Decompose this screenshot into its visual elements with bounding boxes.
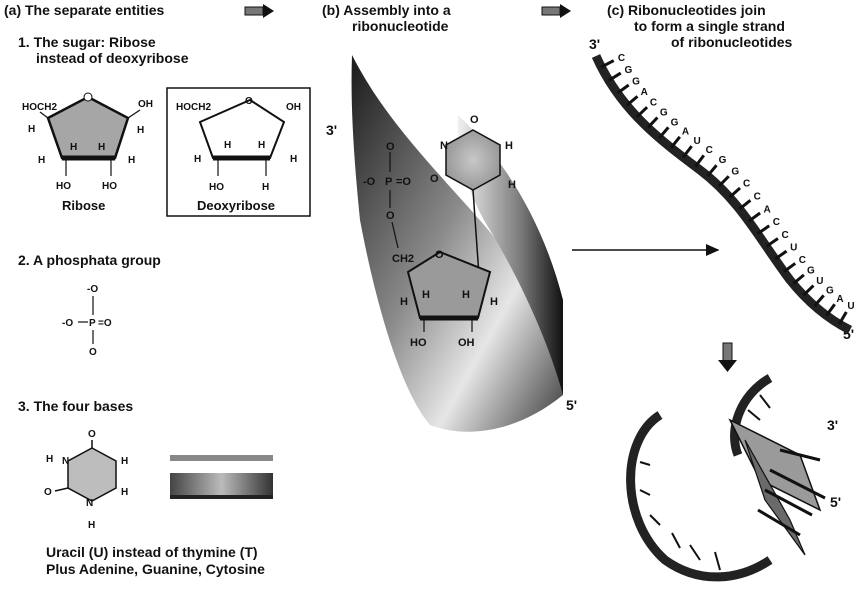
ribose-h-left: H [28,124,35,135]
ribose-h-c3: H [70,142,77,153]
strand-base-letter: G [719,155,727,166]
strand-base-letter: A [764,204,771,215]
strand-base-letter: G [625,65,633,76]
nuc-h-c3: H [422,289,430,301]
ribose-hoch2: HOCH2 [22,102,57,113]
phosphate-top-o: -O [87,284,98,295]
strand-base-letter: U [847,301,854,312]
panel-b-ribbon [352,55,563,432]
strand-base-letter: G [731,167,739,178]
uracil-n-left: N [62,456,69,467]
nuc-n-left: N [440,140,448,152]
ribose-ho-left: HO [56,181,71,192]
nuc-o-upper: O [386,141,395,153]
strand-base-letter: G [660,108,668,119]
strand-base-letter: C [650,98,657,109]
deoxyribose-ring-o: O [245,96,253,107]
uracil-h-right: H [121,456,128,467]
uracil-structure: O N H H O N H H [44,429,273,531]
nuc-h-br: H [508,179,516,191]
ribose-ho-right: HO [102,181,117,192]
ribose-structure: HOCH2 OH H H H H H H HO HO [22,93,153,192]
deoxyribose-h-c2: H [258,140,265,151]
nuc-p: P [385,176,392,188]
strand-base-letter: C [754,191,761,202]
uracil-h-bottom: H [88,520,95,531]
ribose-h-right: H [137,125,144,136]
phosphate-double-o: =O [98,318,112,329]
deoxyribose-oh: OH [286,102,301,113]
strand-base-letter: C [799,255,806,266]
deoxyribose-h-c3: H [224,140,231,151]
strand-base-letter: C [773,217,780,228]
nuc-h-c1: H [490,296,498,308]
uracil-n-bottom: N [86,498,93,509]
strand-bases: CGGACGGAUCGGCCACCUCGUGAU [601,53,854,324]
deoxyribose-h-bottom: H [262,182,269,193]
nuc-h-c4: H [400,296,408,308]
deoxyribose-hoch2: HOCH2 [176,102,211,113]
deoxyribose-ho: HO [209,182,224,193]
nuc-oh: OH [458,337,475,349]
ribose-h-br: H [128,155,135,166]
strand-base-letter: A [682,127,689,138]
strand-base-letter: U [816,276,823,287]
strand-base-letter: G [826,285,834,296]
strand-base-letter: C [618,53,625,64]
strand-base-letter: C [706,145,713,156]
strand-to-helix-arrow [718,343,737,372]
uracil-o-top: O [88,429,96,440]
deoxyribose-h-left: H [194,154,201,165]
strand-base-letter: U [694,136,701,147]
nuc-minus-o: -O [363,176,376,188]
heading-arrow-a-to-b [245,4,274,18]
nuc-o-top: O [470,114,479,126]
uracil-o-left: O [44,487,52,498]
phosphate-p: P [89,318,96,329]
nuc-o-ester: O [386,210,395,222]
nuc-o-left: O [430,173,439,185]
strand-base-letter: A [641,87,648,98]
ribose-oh-top: OH [138,99,153,110]
uracil-h-br: H [121,487,128,498]
folded-helix [631,378,825,577]
strand-base-letter: C [743,179,750,190]
strand-base-letter: C [782,230,789,241]
phosphate-bottom-o: O [89,347,97,358]
deoxyribose-h-right: H [290,154,297,165]
strand-base-letter: G [632,76,640,87]
strand-base-letter: U [790,243,797,254]
uracil-h-left: H [46,454,53,465]
nuc-equals-o: =O [396,176,411,188]
strand-base-letter: G [807,266,815,277]
strand-base-tick [719,176,729,186]
ribose-h-c2: H [98,142,105,153]
ribose-h-bl: H [38,155,45,166]
nuc-h-right: H [505,140,513,152]
phosphate-structure: -O -O P =O O [62,284,112,358]
strand-base-letter: A [836,294,843,305]
nuc-h-c2: H [462,289,470,301]
phosphate-left-o: -O [62,318,73,329]
nuc-ring-o: O [435,249,444,261]
deoxyribose-structure: O HOCH2 OH H H H H HO H [167,88,310,216]
heading-arrow-b-to-c [542,4,571,18]
nuc-ch2: CH2 [392,253,414,265]
strand-base-letter: G [671,117,679,128]
nuc-ho: HO [410,337,427,349]
